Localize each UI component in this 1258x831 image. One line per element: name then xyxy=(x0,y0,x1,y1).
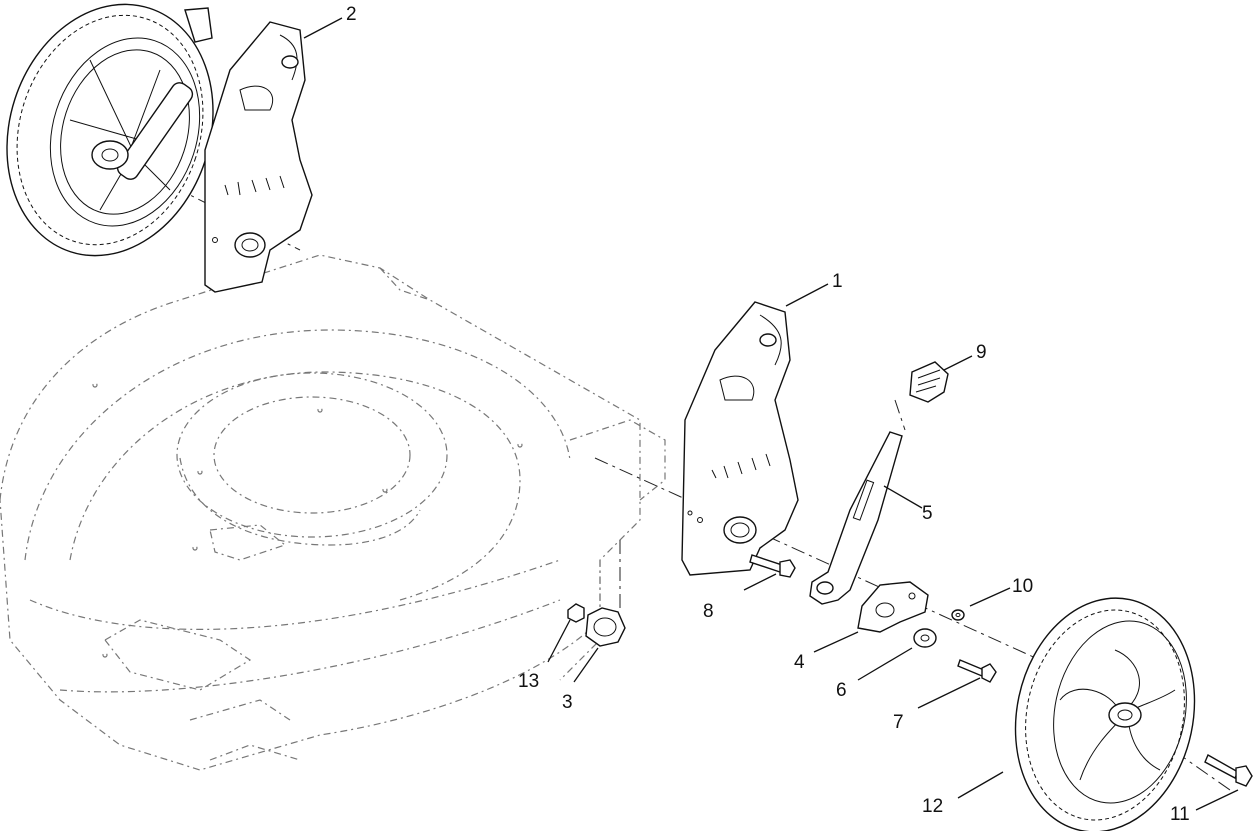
callout-12: 12 xyxy=(922,796,943,817)
callout-leaders xyxy=(303,17,1239,811)
washer-large xyxy=(913,628,937,648)
height-adjust-lever xyxy=(809,431,903,605)
callout-4: 4 xyxy=(794,652,805,673)
bushing xyxy=(585,607,626,647)
height-bracket-lower xyxy=(681,301,799,576)
pivot-plate xyxy=(857,581,929,633)
callout-10: 10 xyxy=(1012,576,1033,597)
front-wheel xyxy=(1014,597,1196,831)
callout-11: 11 xyxy=(1170,804,1190,825)
callout-3: 3 xyxy=(562,692,573,713)
rear-wheel-upper xyxy=(6,3,214,257)
callout-1: 1 xyxy=(832,271,843,292)
callout-6: 6 xyxy=(836,680,847,701)
pivot-bolt xyxy=(749,554,796,578)
shoulder-bolt xyxy=(957,659,997,683)
washer-small xyxy=(951,609,965,621)
mower-deck-outline xyxy=(0,254,666,771)
height-bracket-upper xyxy=(204,21,313,293)
wheel-bolt xyxy=(1204,754,1253,787)
callout-9: 9 xyxy=(976,342,987,363)
lever-knob xyxy=(909,361,949,403)
callout-2: 2 xyxy=(346,4,357,25)
callout-7: 7 xyxy=(893,712,904,733)
callout-5: 5 xyxy=(922,503,933,524)
flange-nut xyxy=(567,603,585,623)
callout-13: 13 xyxy=(518,671,539,692)
callout-labels: 2 1 9 5 10 8 4 6 7 13 3 12 11 xyxy=(346,4,1190,825)
callout-8: 8 xyxy=(703,601,714,622)
